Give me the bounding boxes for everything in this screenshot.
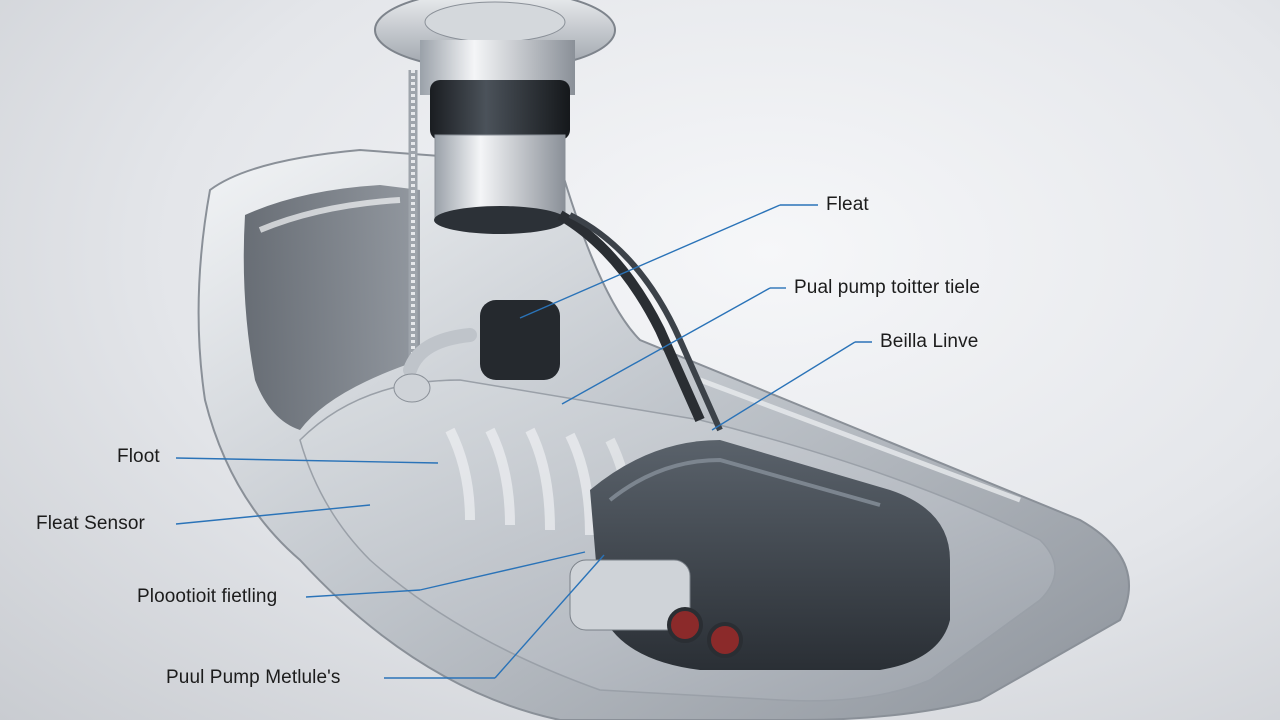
leader-lines [175,204,872,679]
leader-line-float-sensor [175,504,371,525]
leader-line-float-left [175,457,439,464]
leader-line-float-top-diag [519,204,781,319]
label-float-top: Fleat [826,194,869,215]
label-fuel-pump-module: Puul Pump Metlule's [166,667,341,688]
label-return-line: Beilla Linve [880,331,979,352]
leader-line-module-diag [494,554,605,679]
label-float-left: Floot [117,446,160,467]
label-fuel-pump-filter: Pual pump toitter tiele [794,277,981,298]
leader-line-fitting [305,589,421,598]
float-arm [393,70,477,403]
leader-line-fitting-diag [419,551,586,591]
label-float-sensor: Fleat Sensor [36,513,145,534]
pump-reservoir [569,440,950,670]
label-fitting: Ploootioit fietling [137,586,278,607]
fuel-pump-module [374,0,723,432]
leader-line-return-line-diag [711,341,856,431]
leader-line-pump-filter-diag [561,287,771,405]
